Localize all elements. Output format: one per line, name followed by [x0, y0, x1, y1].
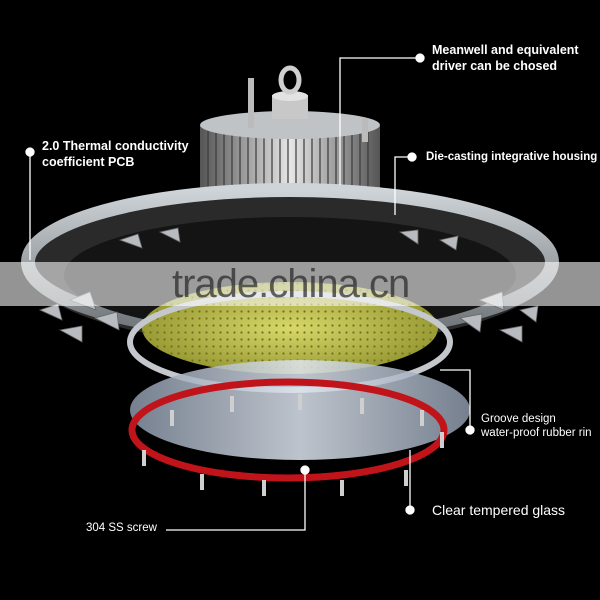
callout-glass: Clear tempered glass	[432, 502, 566, 518]
callout-screw: 304 SS screw	[86, 522, 157, 534]
callout-driver-line2: driver can be chosed	[432, 58, 558, 73]
hanging-hook-icon	[278, 65, 302, 95]
callout-pcb: 2.0 Thermal conductivity coefficient PCB	[42, 139, 189, 170]
callout-groove-line2: water-proof rubber rin	[481, 427, 592, 440]
callout-driver: Meanwell and equivalent driver can be ch…	[432, 43, 579, 74]
callout-pcb-line2: coefficient PCB	[42, 154, 135, 169]
callout-pcb-line1: 2.0 Thermal conductivity	[42, 139, 189, 153]
screws	[142, 394, 444, 496]
callout-groove: Groove design water-proof rubber rin	[481, 412, 592, 441]
rubber-ring	[128, 378, 448, 482]
watermark-band	[0, 262, 600, 306]
watermark-text: trade.china.cn	[172, 262, 410, 306]
callout-groove-line1: Groove design	[481, 413, 556, 425]
callout-housing: Die-casting integrative housing	[426, 151, 598, 163]
callout-driver-line1: Meanwell and equivalent	[432, 43, 579, 57]
callout-lines	[25, 53, 475, 531]
